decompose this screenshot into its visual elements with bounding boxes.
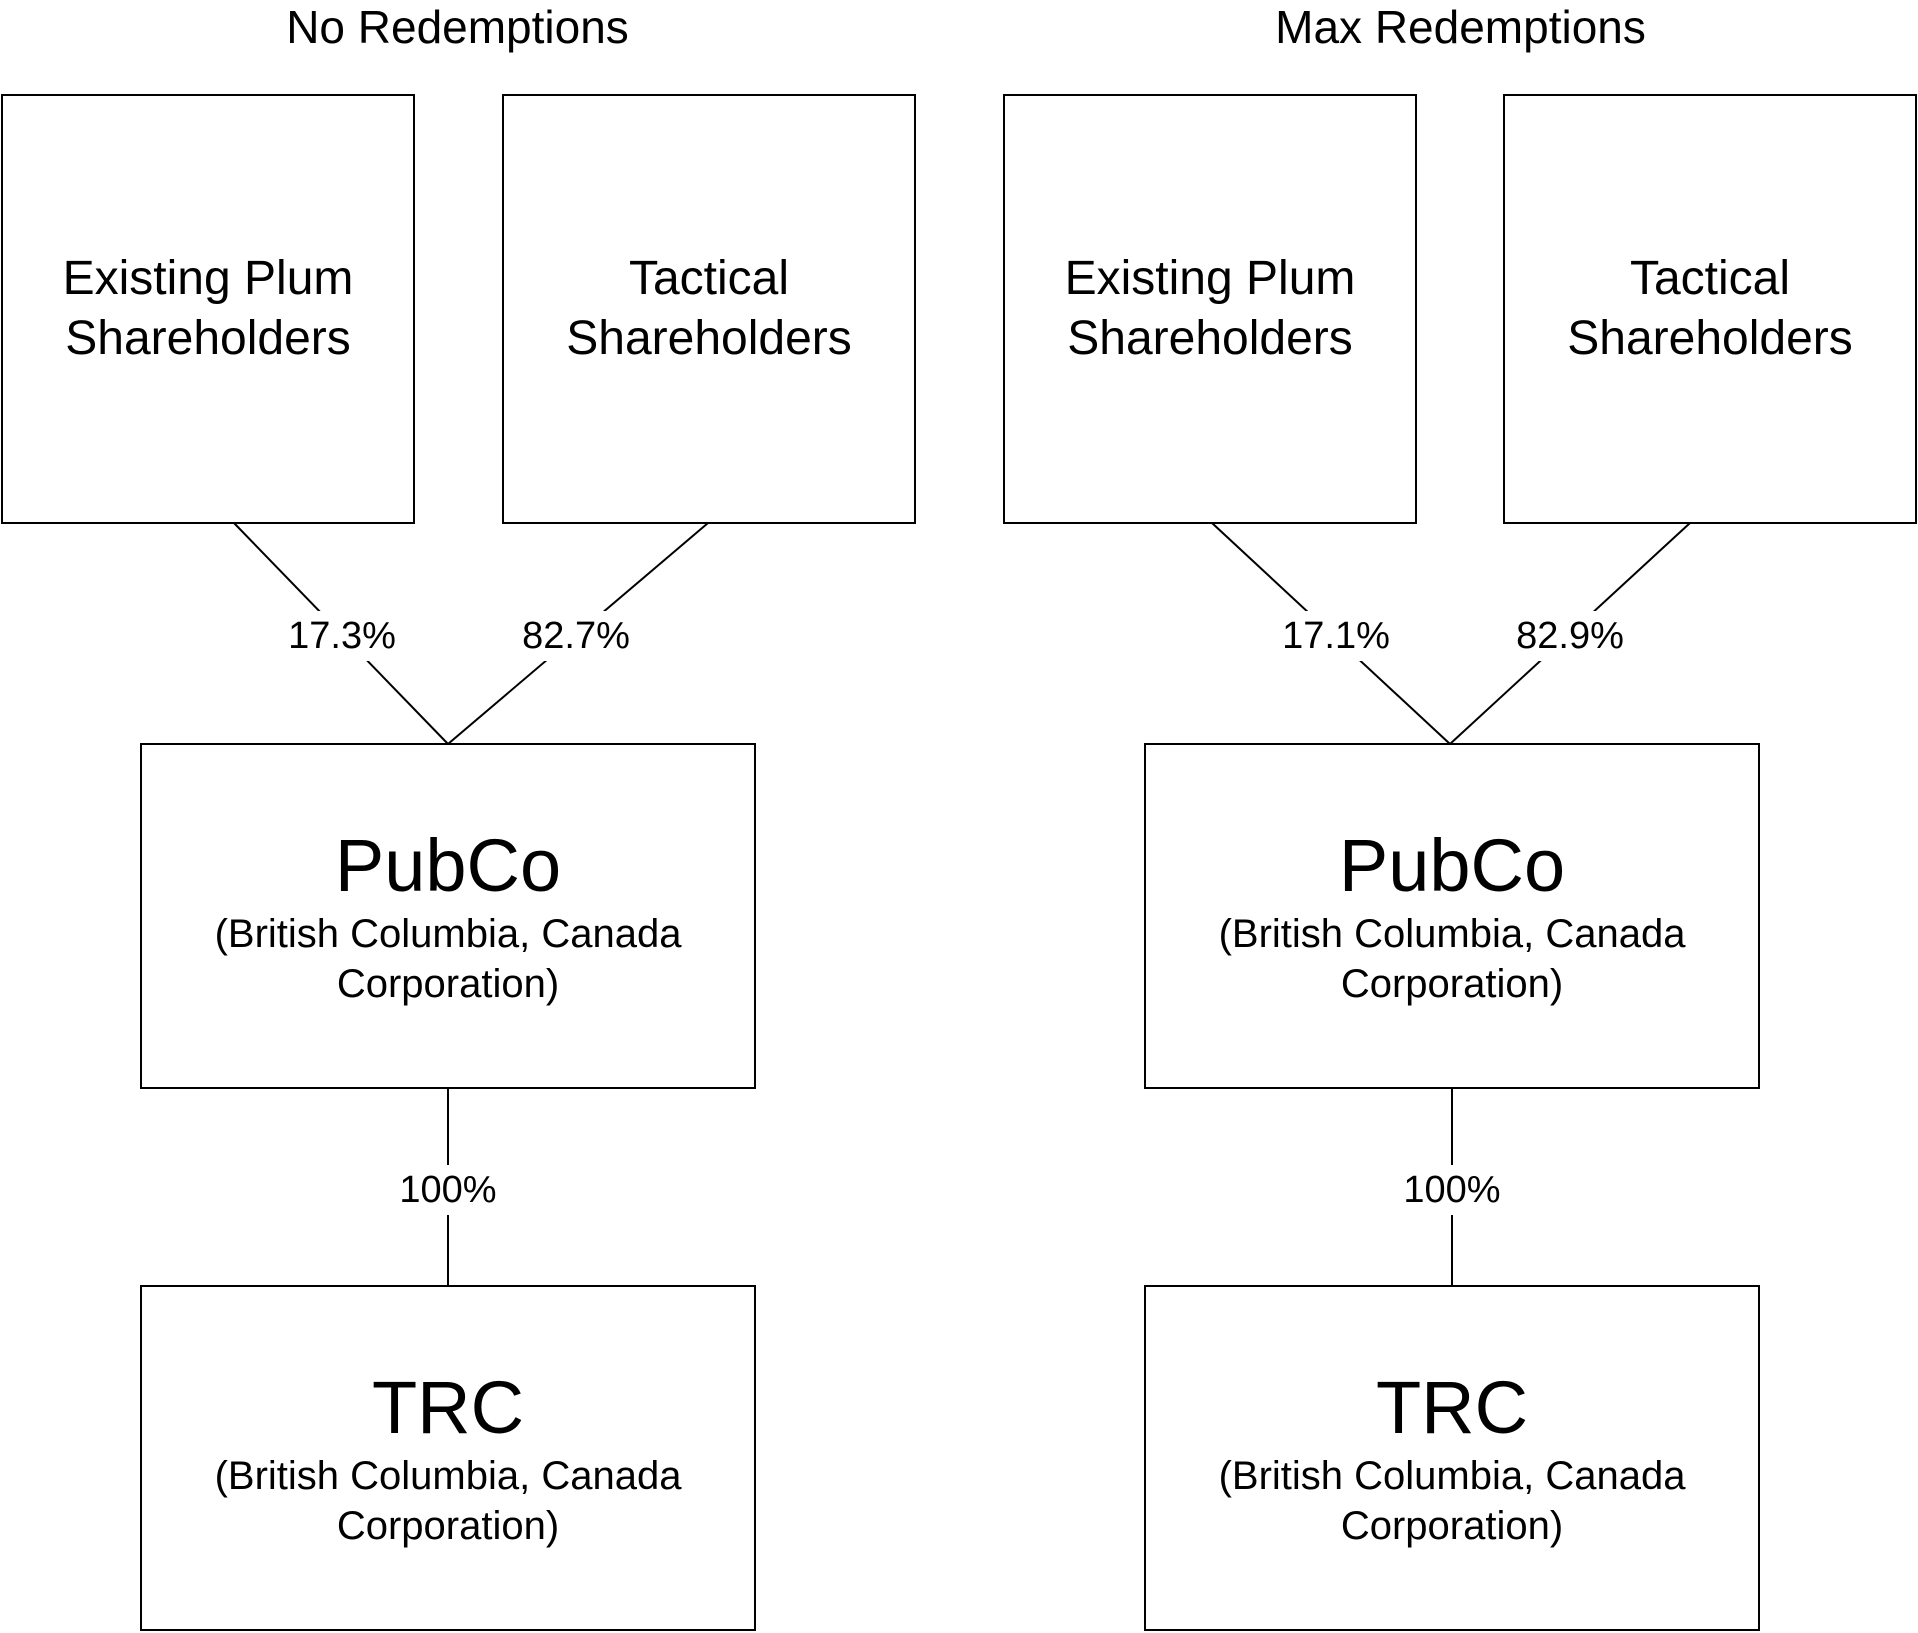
holder-label: Tactical Shareholders	[1567, 252, 1853, 365]
ownership-label-pubco-trc: 100%	[391, 1165, 505, 1215]
entity-description: (British Columbia, Canada Corporation)	[1218, 1454, 1686, 1548]
holder-label: Tactical Shareholders	[566, 252, 852, 365]
entity-description: (British Columbia, Canada Corporation)	[1218, 912, 1686, 1006]
tactical-shareholders-box: Tactical Shareholders	[502, 94, 916, 524]
tactical-shareholders-box: Tactical Shareholders	[1503, 94, 1917, 524]
existing-plum-shareholders-box: Existing Plum Shareholders	[1, 94, 415, 524]
entity-description: (British Columbia, Canada Corporation)	[214, 912, 682, 1006]
scenario-title-max-redemptions: Max Redemptions	[1275, 1, 1646, 53]
holder-label: Existing Plum Shareholders	[62, 252, 354, 365]
entity-name: TRC	[1375, 1366, 1529, 1449]
entity-description: (British Columbia, Canada Corporation)	[214, 1454, 682, 1548]
share-label-existing-plum: 17.1%	[1274, 611, 1398, 661]
entity-name: TRC	[371, 1366, 525, 1449]
pubco-box: PubCo (British Columbia, Canada Corporat…	[1144, 743, 1760, 1089]
trc-box: TRC (British Columbia, Canada Corporatio…	[1144, 1285, 1760, 1631]
scenario-title-no-redemptions: No Redemptions	[286, 1, 629, 53]
pubco-box: PubCo (British Columbia, Canada Corporat…	[140, 743, 756, 1089]
trc-box: TRC (British Columbia, Canada Corporatio…	[140, 1285, 756, 1631]
entity-name: PubCo	[334, 824, 562, 907]
share-label-existing-plum: 17.3%	[280, 611, 404, 661]
existing-plum-shareholders-box: Existing Plum Shareholders	[1003, 94, 1417, 524]
share-label-tactical: 82.9%	[1508, 611, 1632, 661]
holder-label: Existing Plum Shareholders	[1064, 252, 1356, 365]
entity-name: PubCo	[1338, 824, 1566, 907]
share-label-tactical: 82.7%	[514, 611, 638, 661]
ownership-label-pubco-trc: 100%	[1395, 1165, 1509, 1215]
